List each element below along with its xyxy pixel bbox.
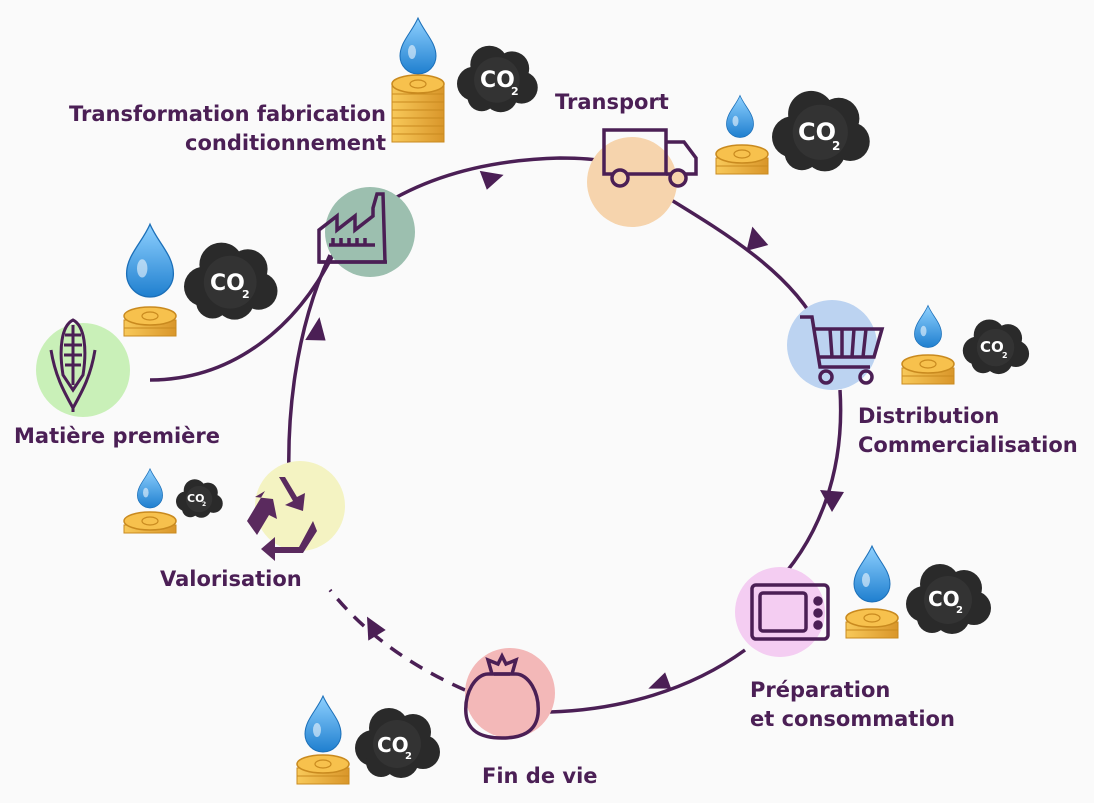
- co2-sub: 2: [956, 605, 963, 616]
- co2-sub: 2: [242, 288, 250, 301]
- label-transformation-line1: Transformation fabrication: [68, 102, 386, 126]
- label-transport: Transport: [555, 90, 669, 114]
- co2-label: CO: [798, 118, 836, 146]
- co2-label: CO: [480, 68, 515, 93]
- cycle-arrowheads: [305, 170, 844, 689]
- factory-icon: [317, 192, 387, 264]
- label-preparation-line1: Préparation: [750, 678, 891, 702]
- microwave-icon: [750, 583, 830, 641]
- impact-fin-de-vie: [296, 695, 440, 785]
- co2-label: CO: [980, 338, 1004, 356]
- co2-sub: 2: [832, 139, 840, 153]
- co2-labels: CO 2 CO 2 CO 2 CO 2 CO 2 CO 2 CO 2: [187, 68, 1008, 762]
- co2-sub: 2: [405, 751, 412, 762]
- label-distribution-line1: Distribution: [858, 404, 1000, 428]
- label-transformation: Transformation fabrication conditionneme…: [40, 100, 386, 158]
- co2-label: CO: [210, 271, 245, 296]
- label-distribution: Distribution Commercialisation: [858, 402, 1078, 460]
- impact-preparation: [845, 545, 991, 639]
- transport-circle: [587, 137, 677, 227]
- co2-label: CO: [187, 492, 204, 505]
- impact-matiere: [123, 223, 278, 337]
- co2-label: CO: [928, 587, 960, 611]
- preparation-circle: [735, 567, 825, 657]
- co2-sub: 2: [511, 85, 519, 98]
- label-transformation-line2: conditionnement: [185, 131, 386, 155]
- label-matiere-premiere: Matière première: [14, 424, 221, 448]
- label-fin-de-vie: Fin de vie: [482, 764, 598, 788]
- fin-de-vie-circle: [465, 648, 555, 738]
- cycle-path: [149, 156, 843, 714]
- label-distribution-line2: Commercialisation: [858, 433, 1078, 457]
- recycle-icon: [247, 477, 317, 561]
- co2-sub: 2: [1002, 351, 1008, 360]
- label-preparation: Préparation et consommation: [750, 676, 955, 734]
- corn-icon: [49, 318, 97, 412]
- co2-sub: 2: [202, 501, 206, 508]
- label-preparation-line2: et consommation: [750, 707, 955, 731]
- impact-transport: [715, 90, 870, 175]
- impact-distribution: [901, 305, 1030, 385]
- cart-icon: [800, 315, 885, 385]
- truck-icon: [602, 128, 698, 188]
- trash-bag-icon: [464, 652, 540, 740]
- transformation-circle: [325, 187, 415, 277]
- co2-label: CO: [377, 733, 409, 757]
- label-valorisation: Valorisation: [160, 567, 302, 591]
- impact-transformation: [391, 17, 538, 143]
- impact-valorisation: [123, 468, 223, 534]
